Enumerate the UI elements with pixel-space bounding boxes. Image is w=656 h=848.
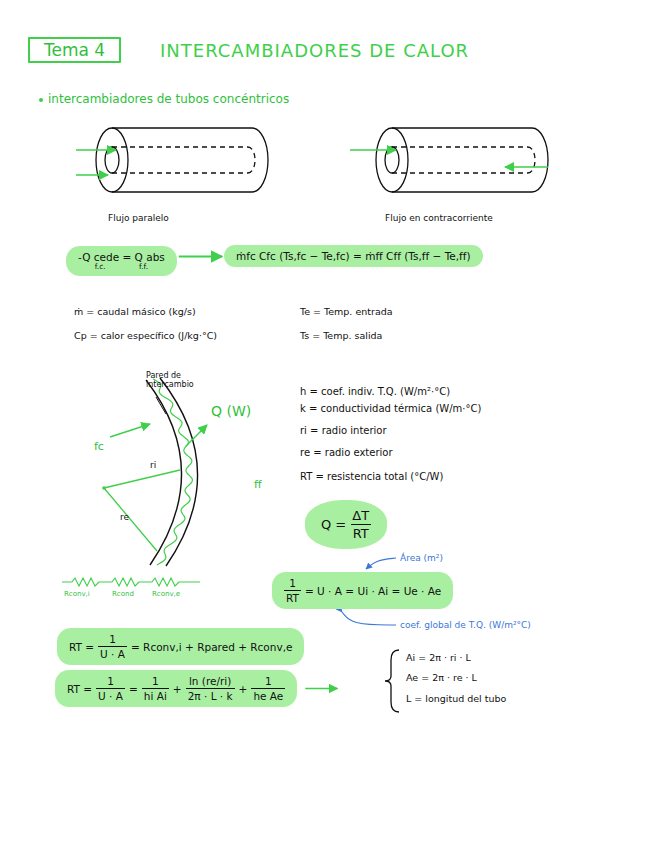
formula: L = longitud del tubo bbox=[406, 693, 506, 704]
formula: Ae = 2π · re · L bbox=[406, 672, 477, 683]
fraction: ΔTRT bbox=[350, 508, 371, 541]
node-text: -Q cede = Q abs bbox=[78, 251, 165, 263]
fraction: 1hi Ai bbox=[142, 675, 169, 702]
formula-box: ṁfc Cfc (Ts,fc − Te,fc) = ṁff Cff (Ts,ff… bbox=[224, 245, 483, 267]
node-text: U · A bbox=[98, 646, 127, 660]
node-text: 1 bbox=[263, 675, 274, 688]
flow-arrow bbox=[350, 149, 396, 151]
definition: Ts = Temp. salida bbox=[300, 330, 382, 341]
node-text: ln (re/ri) bbox=[187, 675, 233, 688]
node-text: Tema 4 bbox=[44, 40, 105, 60]
node-text: ṁfc Cfc (Ts,fc − Te,fc) = ṁff Cff (Ts,ff… bbox=[236, 250, 471, 262]
fraction: 1he Ae bbox=[251, 675, 285, 702]
result-arrow bbox=[305, 688, 337, 690]
definition: Te = Temp. entrada bbox=[300, 306, 393, 317]
node-text: 1 bbox=[150, 675, 161, 688]
node-text: hi Ai bbox=[142, 688, 169, 702]
formula-box: RT = 1U · A = Rconv,i + Rpared + Rconv,e bbox=[57, 628, 304, 665]
node-text: 1 bbox=[107, 633, 118, 646]
node-text: RT = bbox=[69, 641, 94, 653]
subscripts: f.c. f.f. bbox=[78, 262, 165, 271]
figure-caption: Flujo paralelo bbox=[108, 213, 169, 223]
section-heading: intercambiadores de tubos concéntricos bbox=[48, 92, 289, 106]
center-point bbox=[102, 486, 106, 490]
node-text: f.f. bbox=[139, 262, 148, 271]
node-text: = bbox=[129, 683, 138, 695]
definition: RT = resistencia total (°C/W) bbox=[300, 471, 443, 482]
definition: ṁ = caudal másico (kg/s) bbox=[74, 306, 196, 317]
tube-counterflow bbox=[376, 128, 548, 192]
figure-caption: Flujo en contracorriente bbox=[385, 213, 493, 223]
bullet bbox=[39, 98, 43, 102]
flow-arrow bbox=[505, 166, 548, 168]
formula-box: 1RT = U · A = Ui · Ai = Ue · Ae bbox=[272, 572, 453, 609]
resistance-label: Rconv,e bbox=[152, 590, 180, 598]
definition: h = coef. indiv. T.Q. (W/m²·°C) bbox=[300, 386, 450, 397]
node-text: RT = bbox=[67, 683, 92, 695]
node-text: 2π · L · k bbox=[186, 688, 235, 702]
formula-box: RT =1U · A=1hi Ai+ln (re/ri)2π · L · k+1… bbox=[55, 670, 297, 707]
node-text: 1 bbox=[105, 675, 116, 688]
brace bbox=[385, 650, 399, 712]
part-name: Pared de intercambio bbox=[146, 371, 208, 389]
heat-label: Q (W) bbox=[211, 403, 251, 419]
radius-label: ri bbox=[150, 460, 156, 470]
fluid-label: ff bbox=[254, 478, 262, 491]
flow-arrow bbox=[110, 424, 150, 437]
page-title: INTERCAMBIADORES DE CALOR bbox=[160, 40, 469, 61]
node-text: U · A bbox=[96, 688, 125, 702]
annotation: Área (m²) bbox=[400, 553, 443, 563]
leader-line bbox=[156, 397, 166, 414]
definition: re = radio exterior bbox=[300, 447, 393, 458]
leader-line bbox=[342, 612, 396, 625]
node-text: ΔT bbox=[350, 508, 371, 524]
annotation: coef. global de T.Q. (W/m²°C) bbox=[400, 620, 531, 630]
fraction: ln (re/ri)2π · L · k bbox=[186, 675, 235, 702]
flow-arrow bbox=[76, 149, 116, 151]
fraction: 1RT bbox=[284, 577, 301, 604]
topic-box: Tema 4 bbox=[28, 37, 121, 63]
node-text: f.c. bbox=[95, 262, 106, 271]
radius-lines bbox=[104, 470, 180, 551]
node-text: + bbox=[173, 683, 182, 695]
node-text: RT bbox=[351, 524, 371, 541]
node-text: = Rconv,i + Rpared + Rconv,e bbox=[131, 641, 292, 653]
tube-parallel bbox=[96, 128, 268, 192]
definition: Cp = calor específico (J/kg·°C) bbox=[74, 330, 217, 341]
heat-arrow bbox=[186, 425, 207, 446]
resistor-chain bbox=[62, 578, 200, 586]
node-text: = U · A = Ui · Ai = Ue · Ae bbox=[305, 585, 441, 597]
formula-box: Q = ΔTRT bbox=[305, 500, 387, 549]
fraction: 1U · A bbox=[96, 675, 125, 702]
resistance-label: Rcond bbox=[112, 590, 134, 598]
flow-arrow bbox=[76, 174, 108, 176]
radius-label: re bbox=[120, 512, 129, 522]
node-text: 1 bbox=[287, 577, 298, 590]
fluid-label: fc bbox=[94, 440, 104, 453]
definition: k = conductividad térmica (W/m·°C) bbox=[300, 403, 481, 414]
fraction: 1U · A bbox=[98, 633, 127, 660]
connector-arrow bbox=[179, 256, 222, 258]
definition: ri = radio interior bbox=[300, 425, 387, 436]
resistance-label: Rconv,i bbox=[64, 590, 90, 598]
node-text: RT bbox=[284, 590, 301, 604]
node-text: + bbox=[239, 683, 248, 695]
node-text: he Ae bbox=[251, 688, 285, 702]
node-text: Q = bbox=[321, 517, 346, 532]
formula: Ai = 2π · ri · L bbox=[406, 652, 471, 663]
subscripted-equation: -Q cede = Q absf.c. f.f. bbox=[78, 251, 165, 271]
formula-box: -Q cede = Q absf.c. f.f. bbox=[66, 246, 177, 276]
leader-line bbox=[366, 558, 396, 569]
